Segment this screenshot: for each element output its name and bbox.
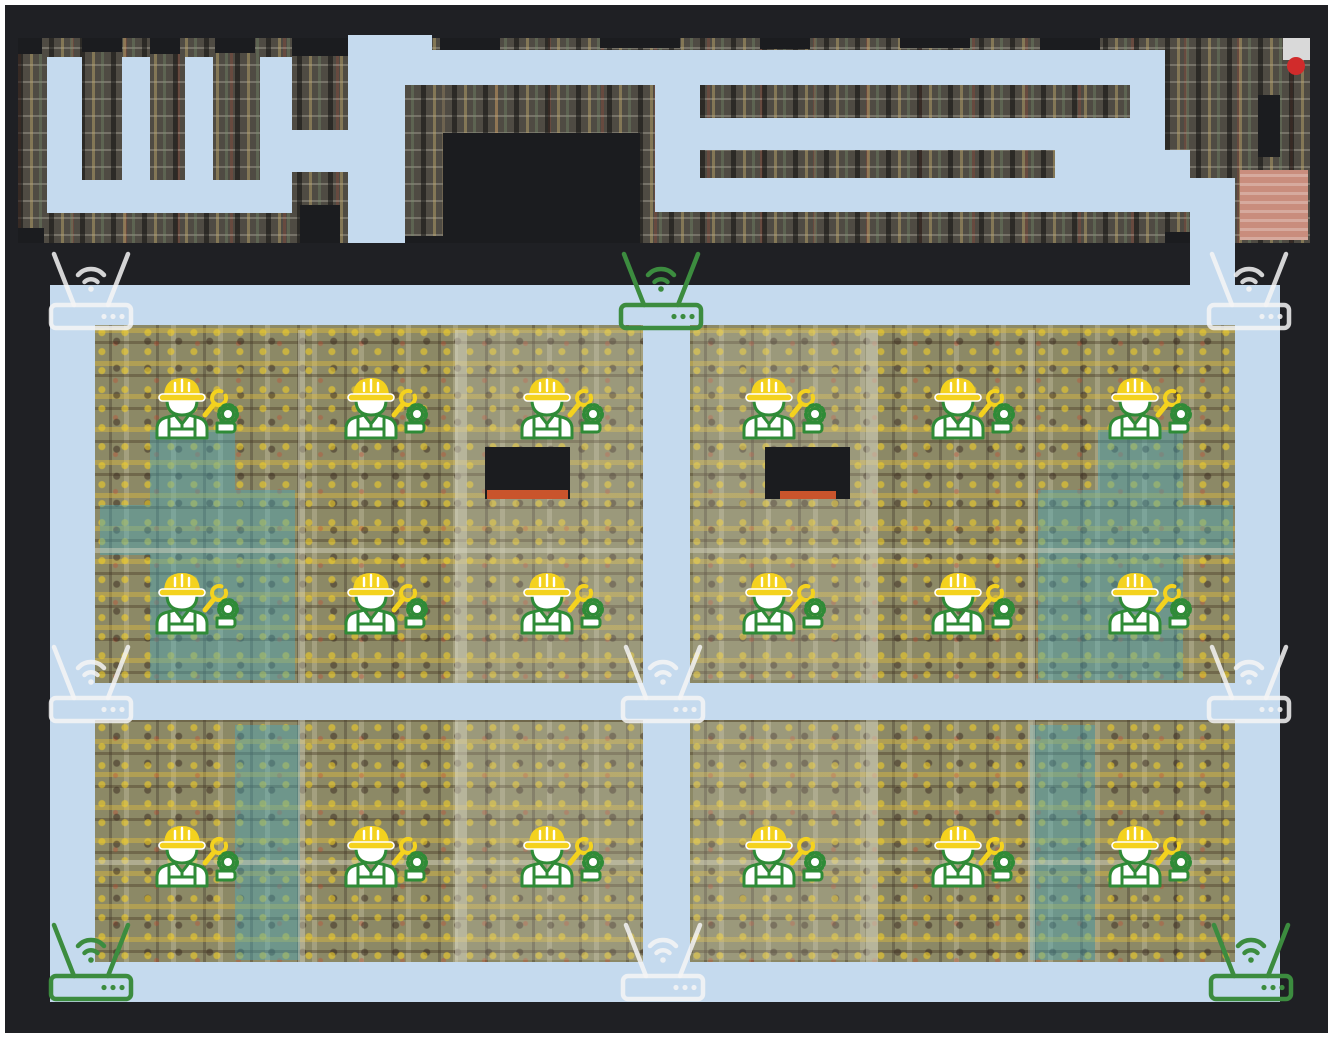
- unmapped-area: [150, 38, 180, 54]
- wifi-router-icon: [47, 249, 135, 331]
- mechanic-worker-icon: [1107, 822, 1193, 888]
- machine-zone: [1038, 490, 1098, 680]
- unmapped-area: [1165, 232, 1190, 243]
- mechanic-worker-icon: [519, 822, 605, 888]
- unmapped-area: [215, 38, 255, 53]
- wifi-router-icon: [1205, 642, 1293, 724]
- walkway-corridor: [47, 180, 292, 213]
- walkway-corridor: [405, 50, 1165, 85]
- walkway-corridor: [1235, 285, 1280, 1002]
- mechanic-worker-icon: [741, 569, 827, 635]
- floor-marking: [690, 548, 1235, 553]
- walkway-corridor: [348, 35, 405, 243]
- walkway-corridor: [643, 285, 690, 1002]
- machine-zone: [100, 505, 150, 555]
- mechanic-worker-icon: [154, 374, 240, 440]
- wifi-router-icon: [47, 642, 135, 724]
- unmapped-area: [18, 228, 44, 243]
- walkway-corridor: [292, 130, 348, 172]
- machine-zone: [1183, 505, 1233, 555]
- wifi-router-icon: [619, 920, 707, 1002]
- walkway-corridor: [655, 118, 1165, 150]
- unmapped-area: [1258, 95, 1280, 157]
- unmapped-area: [760, 38, 810, 49]
- machine-zone: [150, 430, 235, 680]
- mechanic-worker-icon: [519, 569, 605, 635]
- machine-zone: [487, 490, 568, 499]
- unmapped-area: [600, 38, 680, 48]
- walkway-corridor: [122, 57, 150, 180]
- mechanic-worker-icon: [154, 822, 240, 888]
- floor-marking: [866, 330, 878, 683]
- wifi-router-icon: [1205, 249, 1293, 331]
- floor-marking: [455, 720, 467, 962]
- floor-marking: [455, 330, 467, 683]
- floor-marking: [1028, 330, 1035, 683]
- floor-marking: [1028, 720, 1035, 962]
- machine-zone: [235, 725, 300, 960]
- unmapped-area: [440, 38, 500, 50]
- unmapped-area: [765, 447, 850, 499]
- unmapped-area: [900, 38, 970, 48]
- mechanic-worker-icon: [1107, 374, 1193, 440]
- wifi-router-icon: [619, 642, 707, 724]
- unmapped-area: [443, 133, 640, 243]
- floor-marking: [298, 330, 305, 683]
- floor-marking: [298, 720, 305, 962]
- wifi-router-icon: [47, 920, 135, 1002]
- walkway-corridor: [1130, 50, 1165, 150]
- machine-zone: [235, 490, 295, 680]
- unmapped-area: [82, 38, 122, 52]
- unmapped-area: [1040, 38, 1100, 50]
- floor-marking: [95, 548, 643, 553]
- mechanic-worker-icon: [741, 822, 827, 888]
- mechanic-worker-icon: [154, 569, 240, 635]
- wifi-router-icon: [617, 249, 705, 331]
- mechanic-worker-icon: [1107, 569, 1193, 635]
- mechanic-worker-icon: [741, 374, 827, 440]
- mechanic-worker-icon: [930, 569, 1016, 635]
- walkway-corridor: [655, 178, 1235, 212]
- unmapped-area: [292, 38, 348, 56]
- unmapped-area: [18, 38, 42, 54]
- mechanic-worker-icon: [519, 374, 605, 440]
- machine-zone: [1098, 430, 1183, 680]
- machine-zone: [1030, 725, 1095, 960]
- unmapped-area: [300, 205, 340, 243]
- mechanic-worker-icon: [343, 569, 429, 635]
- floor-marking: [866, 720, 878, 962]
- mechanic-worker-icon: [930, 822, 1016, 888]
- mechanic-worker-icon: [343, 374, 429, 440]
- rooftop-area: [1240, 170, 1308, 240]
- mechanic-worker-icon: [343, 822, 429, 888]
- location-marker: [1287, 57, 1305, 75]
- walkway-corridor: [185, 57, 213, 180]
- mechanic-worker-icon: [930, 374, 1016, 440]
- rooftop-area: [1283, 38, 1310, 60]
- wifi-router-icon: [1207, 920, 1295, 1002]
- machine-zone: [780, 491, 836, 499]
- walkway-corridor: [50, 285, 95, 1002]
- walkway-corridor: [1190, 178, 1235, 288]
- unmapped-area: [405, 236, 443, 243]
- walkway-corridor: [1055, 150, 1190, 180]
